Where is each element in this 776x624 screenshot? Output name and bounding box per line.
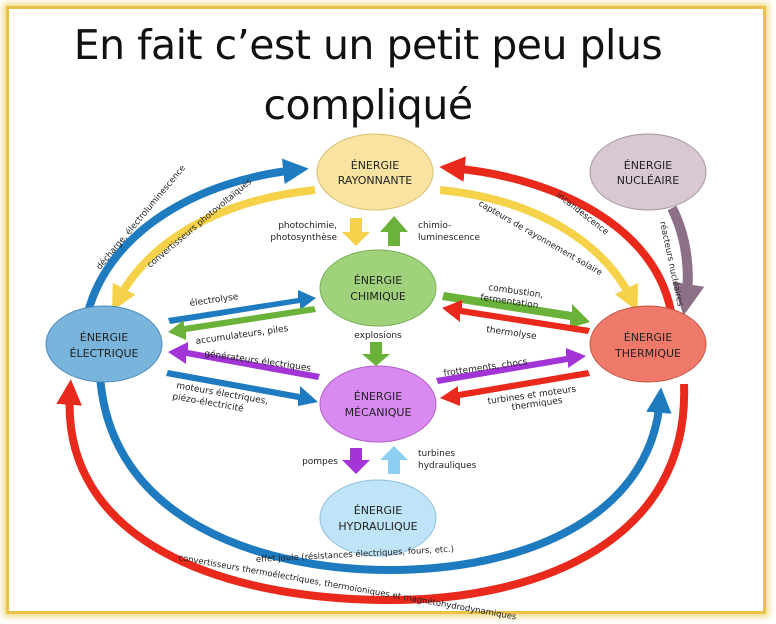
label-decharge: décharge, électroluminescence — [94, 163, 188, 272]
arrow-thermolyse — [442, 300, 590, 334]
svg-text:CHIMIQUE: CHIMIQUE — [350, 290, 406, 303]
label-turbines-hydro-2: hydrauliques — [418, 461, 477, 471]
arrow-capteurs — [439, 186, 638, 312]
svg-text:HYDRAULIQUE: HYDRAULIQUE — [338, 520, 417, 533]
arrow-combustion — [442, 292, 590, 328]
node-rayonnante: ÉNERGIE RAYONNANTE — [316, 133, 434, 211]
label-thermolyse: thermolyse — [486, 325, 538, 342]
node-mecanique: ÉNERGIE MÉCANIQUE — [319, 365, 437, 443]
arrow-convertisseurs-photo — [111, 186, 316, 312]
arrow-chimio — [380, 216, 408, 246]
arrow-electrolyse — [168, 290, 316, 324]
arrow-turbines-moteurs — [440, 370, 590, 406]
label-electrolyse: électrolyse — [189, 291, 240, 309]
node-thermique: ÉNERGIE THERMIQUE — [589, 305, 707, 383]
arrow-incandescence — [439, 156, 676, 319]
node-nucleaire: ÉNERGIE NUCLÉAIRE — [589, 133, 707, 211]
arrow-generateurs — [168, 342, 320, 380]
svg-text:ÉNERGIE: ÉNERGIE — [354, 274, 403, 287]
svg-text:ÉNERGIE: ÉNERGIE — [624, 159, 673, 172]
arrow-turbines-hydro — [380, 446, 408, 474]
svg-text:ÉNERGIE: ÉNERGIE — [624, 331, 673, 344]
label-photochimie-1: photochimie, — [278, 221, 337, 231]
node-chimique: ÉNERGIE CHIMIQUE — [319, 249, 437, 327]
arrow-pompes — [342, 448, 370, 474]
arrow-reacteurs — [667, 205, 705, 316]
node-electrique: ÉNERGIE ÉLECTRIQUE — [45, 305, 163, 383]
svg-text:ÉNERGIE: ÉNERGIE — [80, 331, 129, 344]
label-chimio-1: chimio- — [418, 221, 451, 231]
label-chimio-2: luminescence — [418, 233, 481, 243]
arrow-photochimie — [342, 218, 370, 246]
arrow-accumulateurs — [168, 306, 316, 340]
svg-text:ÉNERGIE: ÉNERGIE — [354, 504, 403, 517]
svg-text:MÉCANIQUE: MÉCANIQUE — [345, 406, 412, 419]
svg-text:RAYONNANTE: RAYONNANTE — [338, 174, 413, 187]
slide-title-line-2: compliqué — [263, 81, 473, 129]
label-photochimie-2: photosynthèse — [270, 232, 337, 243]
arrow-decharge — [84, 158, 309, 314]
svg-text:THERMIQUE: THERMIQUE — [614, 347, 681, 360]
label-turbines-hydro-1: turbines — [418, 449, 455, 459]
svg-text:ÉNERGIE: ÉNERGIE — [351, 159, 400, 172]
arrow-explosions — [362, 342, 390, 366]
svg-text:ÉLECTRIQUE: ÉLECTRIQUE — [70, 347, 139, 360]
label-pompes: pompes — [302, 457, 338, 467]
label-explosions: explosions — [354, 331, 402, 341]
node-hydraulique: ÉNERGIE HYDRAULIQUE — [319, 479, 437, 557]
slide-title-line-1: En fait c’est un petit peu plus — [73, 21, 663, 69]
arrow-effet-joule — [96, 375, 672, 575]
svg-text:ÉNERGIE: ÉNERGIE — [354, 390, 403, 403]
arrow-convertisseurs-thermo — [56, 379, 689, 605]
arrow-moteurs-elec — [166, 370, 318, 406]
svg-text:NUCLÉAIRE: NUCLÉAIRE — [617, 174, 679, 187]
arrow-frottements — [436, 348, 586, 384]
label-generateurs: générateurs électriques — [204, 348, 312, 374]
